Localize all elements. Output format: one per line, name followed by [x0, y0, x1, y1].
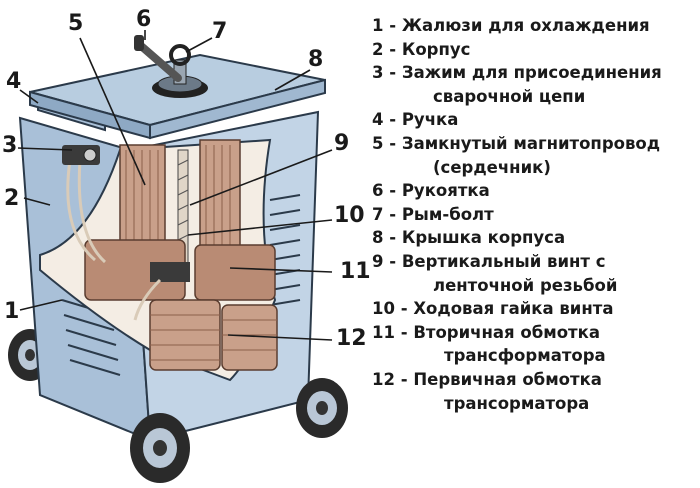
callout-labels: 1 2 3 4 5 6 7 8 9 10 11 12 [2, 7, 371, 351]
callout-4: 4 [6, 69, 21, 94]
legend-item-2: 2 - Корпус [372, 38, 698, 62]
callout-7: 7 [212, 19, 227, 44]
legend-text-continued: сварочной цепи [433, 86, 586, 106]
front-wheel-right [296, 378, 348, 438]
legend-text: Вертикальный винт с [401, 251, 606, 271]
legend-separator: - [389, 251, 397, 271]
legend-number: 6 [372, 181, 384, 201]
legend-item-12: 12 - Первичная обмотка трансорматора [372, 368, 698, 415]
legend-item-4: 4 - Ручка [372, 108, 698, 132]
callout-8: 8 [308, 47, 323, 72]
legend-item-1: 1 - Жалюзи для охлаждения [372, 14, 698, 38]
welding-clamp [62, 145, 100, 165]
legend-text-continued: (сердечник) [433, 157, 551, 177]
legend-separator: - [389, 204, 397, 224]
legend-text-continued: трансорматора [444, 393, 590, 413]
legend-separator: - [389, 133, 397, 153]
legend-text: Рукоятка [401, 181, 490, 201]
legend-separator: - [389, 16, 397, 35]
crank-and-eyebolt [134, 35, 208, 98]
primary-winding [149, 299, 278, 371]
legend-item-7: 7 - Рым-болт [372, 203, 698, 227]
legend-separator: - [389, 181, 397, 201]
legend-number: 1 [372, 16, 384, 35]
legend-item-11: 11 - Вторичная обмотка трансформатора [372, 321, 698, 368]
legend-text: Первичная обмотка [413, 369, 602, 389]
legend-number: 8 [372, 228, 384, 248]
callout-11: 11 [340, 259, 371, 284]
legend-text: Крышка корпуса [401, 228, 566, 248]
legend-number: 12 [372, 369, 395, 389]
legend-item-6: 6 - Рукоятка [372, 179, 698, 203]
legend-item-3: 3 - Зажим для присоединения сварочной цеп… [372, 61, 698, 108]
callout-5: 5 [68, 11, 83, 36]
legend-item-9: 9 - Вертикальный винт с ленточной резьбой [372, 250, 698, 297]
callout-6: 6 [136, 7, 151, 32]
leader-lines [17, 30, 333, 341]
callout-9: 9 [334, 131, 349, 156]
legend-separator: - [400, 299, 408, 319]
callout-1: 1 [4, 299, 19, 324]
legend-number: 9 [372, 251, 384, 271]
legend-text: Жалюзи для охлаждения [401, 16, 650, 35]
secondary-winding [84, 239, 276, 301]
legend-item-5: 5 - Замкнутый магнитопровод (сердечник) [372, 132, 698, 179]
legend-text: Корпус [401, 39, 471, 59]
legend-text: Рым-болт [401, 204, 494, 224]
callout-10: 10 [334, 203, 365, 228]
legend-number: 7 [372, 204, 384, 224]
callout-2: 2 [4, 186, 19, 211]
transformer-illustration: 1 2 3 4 5 6 7 8 9 10 11 12 [2, 7, 371, 483]
legend-text: Зажим для присоединения [401, 63, 662, 83]
legend-separator: - [389, 63, 397, 83]
legend-text-continued: ленточной резьбой [433, 275, 618, 295]
legend-number: 5 [372, 133, 384, 153]
legend-number: 4 [372, 110, 384, 130]
legend-text: Ручка [401, 110, 459, 130]
legend-text: Ходовая гайка винта [413, 299, 614, 319]
legend-separator: - [389, 228, 397, 248]
legend-number: 3 [372, 63, 384, 83]
legend-number: 11 [372, 322, 395, 342]
front-wheel-left [130, 413, 190, 483]
legend-separator: - [389, 39, 397, 59]
legend-number: 10 [372, 299, 395, 319]
legend-number: 2 [372, 39, 384, 59]
callout-3: 3 [2, 133, 17, 158]
legend-text: Замкнутый магнитопровод [401, 133, 661, 153]
legend-separator: - [400, 322, 408, 342]
legend-text-continued: трансформатора [444, 346, 606, 366]
legend-separator: - [389, 110, 397, 130]
legend-item-8: 8 - Крышка корпуса [372, 226, 698, 250]
callout-12: 12 [336, 326, 367, 351]
legend-separator: - [400, 369, 408, 389]
wiring [66, 159, 162, 321]
legend-text: Вторичная обмотка [413, 322, 600, 342]
legend-item-10: 10 - Ходовая гайка винта [372, 297, 698, 321]
